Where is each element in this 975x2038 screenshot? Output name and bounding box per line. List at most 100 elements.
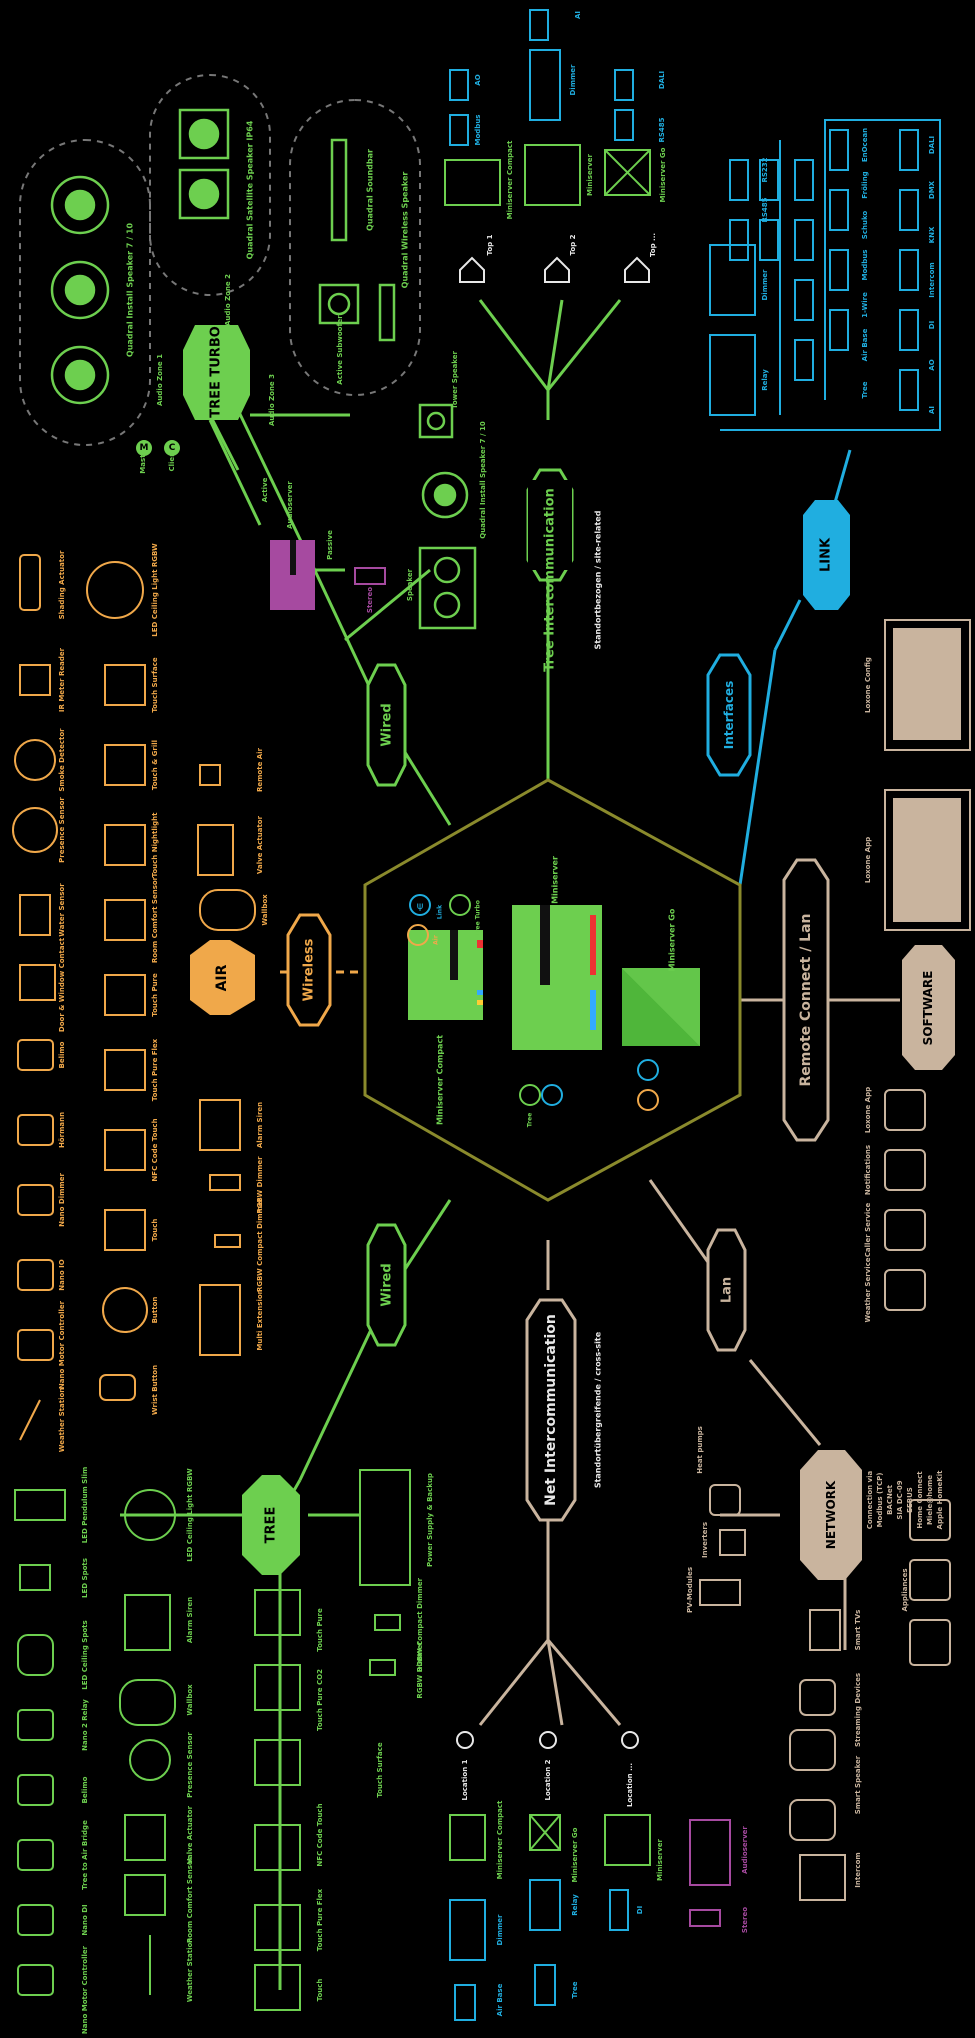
air-dev2-0: LED Ceiling Light RGBW (151, 543, 159, 637)
audio-soundbar-label: Quadral Soundbar (365, 149, 375, 231)
net-smart-speaker: Smart Speaker (854, 1755, 862, 1815)
tree-dev-2: LED Ceiling Spots (81, 1620, 89, 1690)
site-top1: Top 1 (486, 234, 494, 256)
audio-active-label: Active (261, 477, 269, 503)
air-dev2-1: Touch Surface (151, 657, 159, 713)
site-ao: AO (474, 74, 482, 86)
net-intercom-sub: Standortübergreifende / cross-site (593, 1331, 603, 1489)
tree-device-icons (14, 1469, 411, 2011)
link-dimmer: Dimmer (761, 269, 769, 301)
tree-dev3-5: Touch (316, 1978, 324, 2002)
air-dev-11: Weather Station (58, 1387, 66, 1453)
tree-dev4-0: Power Supply & Backup (426, 1473, 434, 1567)
tree-intercom-sub: Standortbezogen / site-related (593, 510, 603, 650)
audio-zones (19, 74, 421, 446)
air-dev3-3: Alarm Siren (256, 1101, 264, 1149)
miniserver-device (512, 905, 602, 1050)
net-connections: Modbus (TCP) BACNet SIA DC-09 EEBUS Home… (876, 1440, 950, 1540)
miniserver-compact-device (408, 930, 483, 1020)
software-label: SOFTWARE (921, 970, 935, 1046)
loc-ms-go: Miniserver Go (571, 1827, 579, 1883)
master-m-badge: M (136, 440, 152, 456)
link-hub[interactable] (803, 500, 850, 610)
software-hub[interactable] (902, 945, 955, 1070)
audio-zone1-label: Audio Zone 1 (156, 354, 164, 406)
audio-passive-label: Passive (326, 530, 334, 560)
site-top2: Top 2 (569, 234, 577, 256)
air-dev3-0: Remote Air (256, 747, 264, 793)
network-label: NETWORK (824, 1480, 838, 1550)
air-dev2-3: Touch Nightlight (151, 812, 159, 878)
interfaces-connector (706, 653, 752, 777)
tree-dev-0: LED Pendulum Slim (81, 1466, 89, 1544)
wired-bottom-label: Wired (379, 1263, 395, 1307)
air-dev3-2: Wallbox (261, 894, 269, 926)
tree-dev3-4: Touch Pure Flex (316, 1888, 324, 1952)
tree-label: TREE (263, 1506, 279, 1544)
air-device-icons (12, 554, 256, 1441)
site-rs485: RS485 (658, 117, 666, 143)
audio-stereo-label: Stereo (366, 586, 374, 614)
link-ao: AO (928, 359, 936, 371)
tree-dev2-2: Wallbox (186, 1684, 194, 1716)
tree-intercom-sites (444, 9, 651, 206)
interfaces-label: Interfaces (722, 680, 736, 750)
net-conn-1: BACNet (886, 1485, 894, 1515)
air-dev2-2: Touch & Grill (151, 739, 159, 791)
audio-wireless-label: Quadral Wireless Speaker (400, 171, 410, 289)
audio-speakers (50, 108, 477, 630)
air-dev2-4: Room Comfort Sensor (151, 876, 159, 964)
lan-connector (706, 1228, 747, 1352)
link-rs232: RS232 (761, 157, 769, 183)
loc-miniserver: Miniserver (656, 1839, 664, 1881)
link-dali: DALI (928, 135, 936, 155)
center-air-icon (407, 924, 429, 946)
wired-top-label: Wired (379, 703, 395, 747)
audio-audioserver-label: Audioserver (286, 481, 294, 529)
loc-ms-compact: Miniserver Compact (496, 1800, 504, 1880)
net-conn-3: EEBUS (906, 1487, 914, 1513)
air-label: AIR (214, 964, 230, 992)
air-dev2-10: Wrist Button (151, 1364, 159, 1416)
site-top3: Top ... (649, 232, 657, 258)
audio-speaker2-label: Speaker (406, 568, 414, 602)
air-dev3-5: RGBW Compact Dimmer (256, 1197, 264, 1293)
app-item-2: Caller Service (864, 1202, 872, 1258)
loxone-config-label: Loxone Config (864, 657, 872, 713)
tree-turbo-hub[interactable] (183, 325, 250, 420)
link-schuko: Schuko (861, 210, 869, 240)
app-item-1: Notifications (864, 1144, 872, 1196)
tree-dev2-4: Valve Actuator (186, 1805, 194, 1865)
audio-active-sub-label: Active Subwoofer (336, 315, 344, 385)
air-hub[interactable] (190, 940, 255, 1015)
client-c-badge: C (164, 440, 180, 456)
software-screens (884, 619, 971, 1311)
app-item-0: Loxone App (864, 1086, 872, 1134)
link-intercom: Intercom (928, 262, 936, 298)
air-dev-4: Water Sensor (58, 883, 66, 937)
center-link-label: Link (436, 904, 444, 920)
link-air-base: Air Base (861, 328, 869, 362)
air-dev-5: Door & Window Contact (58, 937, 66, 1033)
network-hub[interactable] (800, 1450, 862, 1580)
audio-zone2-label: Audio Zone 2 (224, 274, 232, 326)
tree-hub[interactable] (242, 1475, 300, 1575)
link-froling: Fröling (861, 171, 869, 199)
air-dev-8: Nano Dimmer (58, 1173, 66, 1227)
air-dev2-5: Touch Pure (151, 973, 159, 1017)
air-dev-0: Shading Actuator (58, 550, 66, 620)
net-heat-pumps: Heat pumps (696, 1426, 704, 1474)
link-modbus: Modbus (861, 249, 869, 281)
net-intercom: Intercom (854, 1852, 862, 1888)
tree-dev4-2: RGBW Dimmer (416, 1641, 424, 1699)
loc-air-base: Air Base (496, 1983, 504, 2017)
wireless-connector (286, 913, 332, 1027)
loc-relay: Relay (571, 1894, 579, 1916)
link-knx: KNX (928, 226, 936, 244)
audio-speaker-label: Quadral Install Speaker 7 / 10 (125, 222, 135, 358)
net-conn-2: SIA DC-09 (896, 1480, 904, 1520)
net-pv: PV-Modules (686, 1566, 694, 1614)
air-dev-9: Nano IO (58, 1259, 66, 1291)
loc-tree: Tree (571, 1981, 579, 1999)
